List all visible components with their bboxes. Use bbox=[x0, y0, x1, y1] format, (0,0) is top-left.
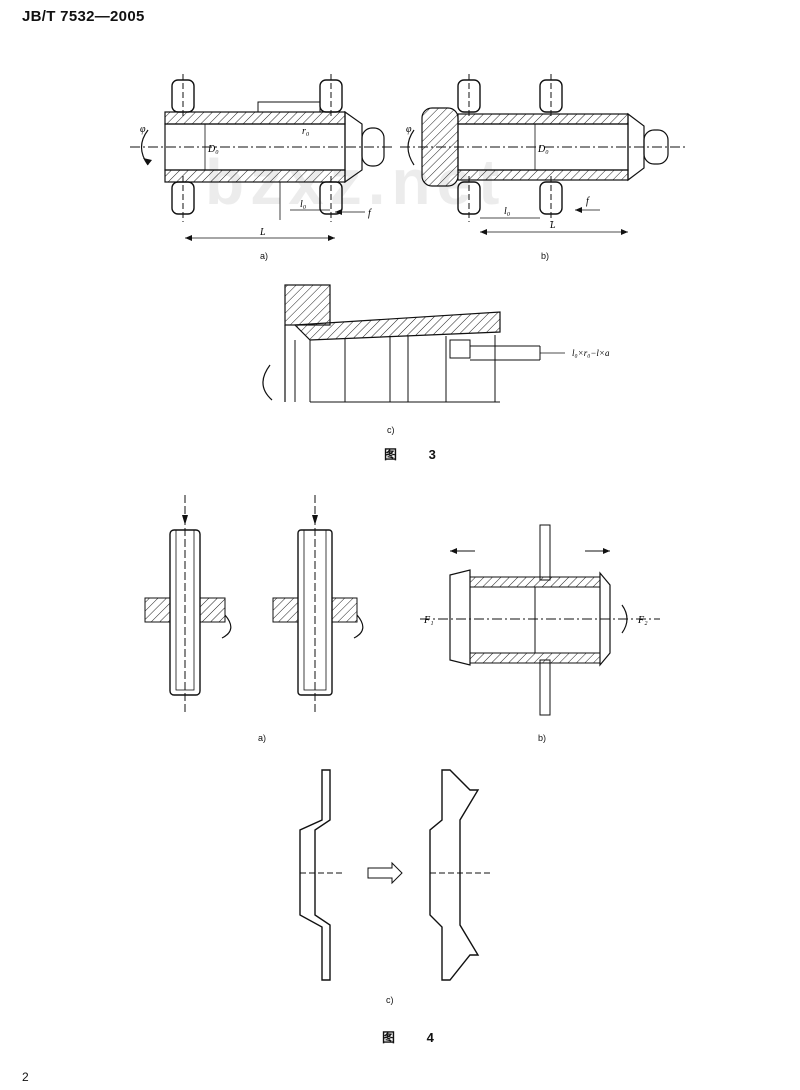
figure4-caption-a: a) bbox=[258, 733, 267, 743]
label-a-phi: φ bbox=[140, 124, 146, 135]
label-b-L: L bbox=[549, 220, 556, 231]
label-a-l0: l₀ bbox=[300, 199, 307, 210]
label-b-F1: F₁ bbox=[423, 615, 434, 626]
figure4-title: 图 4 bbox=[382, 1030, 448, 1045]
label-b-F2: F₂ bbox=[637, 615, 648, 626]
label-b-dia: D₀ bbox=[537, 144, 549, 155]
label-a-L: L bbox=[259, 227, 266, 238]
figure3-b-drawing: φ D₀ l₀ f L bbox=[400, 74, 685, 235]
label-c-note: l₀×r₀−l×a bbox=[572, 348, 610, 358]
figure3-caption-b: b) bbox=[541, 251, 550, 261]
figure3-caption-c: c) bbox=[387, 425, 395, 435]
figure3-c-drawing: l₀×r₀−l×a bbox=[262, 284, 610, 403]
figure4-caption-c: c) bbox=[386, 995, 394, 1005]
label-a-f: f bbox=[368, 208, 372, 219]
standard-number: JB/T 7532—2005 bbox=[22, 8, 145, 25]
figure4-c-drawing bbox=[299, 769, 490, 981]
figure3-title: 图 3 bbox=[384, 447, 450, 462]
figure4-caption-b: b) bbox=[538, 733, 547, 743]
label-a-dia: D₀ bbox=[207, 144, 219, 155]
figure4-a-drawing bbox=[144, 495, 364, 715]
label-b-phi: φ bbox=[406, 124, 412, 135]
page-number: 2 bbox=[22, 1070, 29, 1084]
label-b-l0: l₀ bbox=[504, 206, 511, 217]
figure3-caption-a: a) bbox=[260, 251, 269, 261]
figure3-a-drawing: φ D₀ r₀ l₀ f L bbox=[130, 74, 395, 241]
figure4-b-drawing: F₁ F₂ bbox=[420, 524, 660, 716]
label-a-r: r₀ bbox=[302, 126, 310, 137]
label-b-f: f bbox=[586, 196, 590, 207]
